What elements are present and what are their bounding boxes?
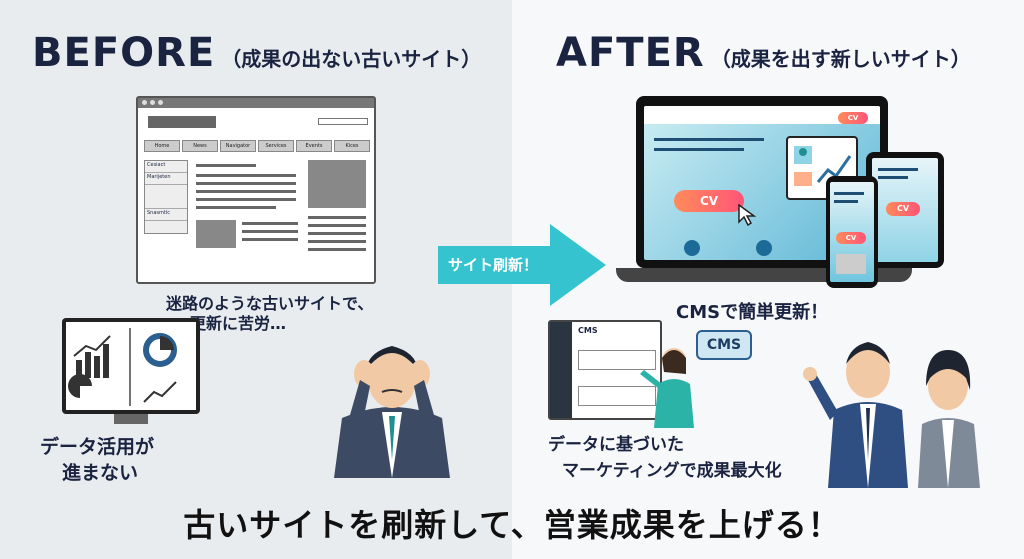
text-line [196,206,276,209]
cms-caption: CMSで簡単更新！ [676,302,829,323]
cv-button-tablet[interactable]: CV [886,202,920,216]
pie-chart-icon [143,333,177,367]
arrow-shape [438,224,606,306]
data-caption: データ活用が 進まない [40,436,155,484]
cms-speech-bubble: CMS [696,330,752,360]
old-sidebar: Cesiact Marijeten Snasmtlc [144,160,188,234]
after-heading: AFTER（成果を出す新しいサイト） [556,30,971,76]
old-search-box [318,118,368,125]
old-side-item: Snasmtlc [145,209,187,221]
text-line [308,232,366,235]
marketing-caption: データに基づいた マーケティングで成果最大化 [548,435,782,481]
old-nav-item: Events [296,140,332,152]
cv-button-phone[interactable]: CV [836,232,866,244]
text-line [654,148,744,151]
cv-button[interactable]: CV [674,190,744,212]
window-titlebar [138,98,374,108]
old-nav-item: News [182,140,218,152]
transition-arrow [438,224,606,306]
cms-window-title: CMS [578,326,598,335]
text-line [242,238,298,241]
old-side-item: Marijeten [145,173,187,185]
happy-businesspeople-illustration [803,342,980,488]
old-nav-item: Services [258,140,294,152]
old-nav: Home News Navigator Services Events Kice… [144,140,370,152]
text-line [654,138,764,141]
stressed-businessman-illustration [334,346,450,478]
text-line [196,164,256,167]
cms-window: CMS [548,320,662,420]
tablet-device: CV [866,152,944,268]
woman-editor-illustration [640,348,694,428]
text-line [196,190,296,193]
play-icon[interactable] [756,240,772,256]
text-line [196,174,296,177]
analytics-monitor [62,318,200,414]
old-nav-item: Kices [334,140,370,152]
old-nav-item: Navigator [220,140,256,152]
before-heading: BEFORE（成果の出ない古いサイト） [32,30,482,76]
old-nav-item: Home [144,140,180,152]
old-side-item: Cesiact [145,161,187,173]
line-graph-icon [143,381,177,403]
text-line [242,230,298,233]
image-placeholder [196,220,236,248]
text-line [308,240,366,243]
main-banner: 古いサイトを刷新して、営業成果を上げる！ [183,506,841,544]
image-placeholder [308,160,366,208]
old-website-window: Home News Navigator Services Events Kice… [136,96,376,284]
cv-button-small[interactable]: CV [838,112,868,124]
arrow-label: サイト刷新！ [448,256,539,274]
monitor-stand [114,414,148,424]
chart-icon [68,328,177,406]
text-line [196,198,296,201]
text-line [308,224,366,227]
old-logo [148,116,216,128]
phone-device: CV [826,176,878,288]
text-line [308,248,366,251]
old-site-caption: 迷路のような古いサイトで、 更新に苦労… [166,294,374,333]
text-line [242,222,298,225]
text-line [196,182,296,185]
cursor-icon [738,204,757,226]
text-line [308,216,366,219]
